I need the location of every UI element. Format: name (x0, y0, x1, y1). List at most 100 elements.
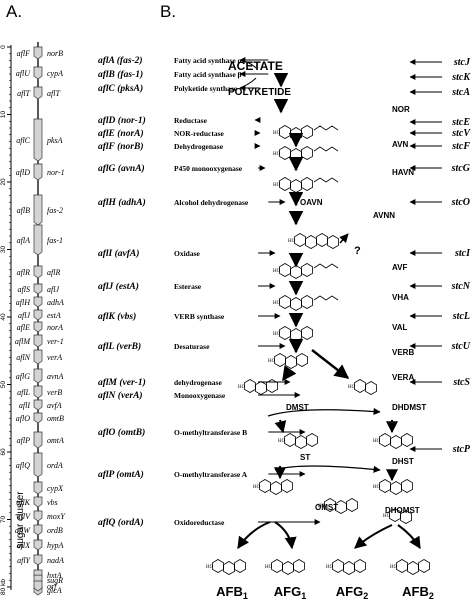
stc-gene-list: stcJstcKstcAstcEstcVstcFstcGstcOstcIstcN… (409, 57, 471, 455)
intermediate-label: VHA (392, 293, 409, 302)
intermediate-structure: HO (273, 295, 339, 311)
intermediate-label: POLYKETIDE (228, 87, 291, 98)
intermediate-label: ST (300, 453, 310, 462)
ring-shape (407, 561, 419, 575)
gene-label-left: aflQ (16, 461, 30, 470)
ring-shape (279, 263, 291, 277)
intermediate-structure: HO (288, 233, 339, 249)
gene-arrow-shape (33, 510, 43, 522)
gene-label-right: moxY (47, 512, 66, 521)
hydroxyl-label: HO (273, 183, 281, 188)
stc-gene-label: stcP (452, 444, 471, 455)
ring-shape (244, 379, 256, 393)
intermediate-label: HAVN (392, 168, 414, 177)
ring-shape (284, 433, 296, 447)
ruler-tick-label: 20 (0, 178, 7, 186)
gene-label-left: aflK (16, 498, 30, 507)
ruler-tick-label: 70 (0, 516, 7, 524)
gene-label-right: aflR (47, 268, 60, 277)
step-gene-label: aflK (vbs) (98, 311, 136, 322)
gene-arrow-shape (33, 580, 43, 592)
intermediate-label: VERB (392, 348, 414, 357)
step-enzyme-label: VERB synthase (174, 312, 225, 321)
gene-label-right: nor-1 (47, 168, 65, 177)
gene-arrow-shape (33, 283, 43, 295)
ring-shape (296, 353, 308, 367)
step-enzyme-label: dehydrogenase (174, 378, 222, 387)
gene-label-right: fas-2 (47, 206, 63, 215)
ring-shape (259, 479, 271, 493)
step-gene-label: aflF (norB) (98, 141, 144, 152)
ring-shape (290, 328, 302, 342)
gene-arrow-shape (33, 309, 43, 321)
stc-gene-label: stcO (451, 197, 470, 208)
step-enzyme-label: P450 monooxygenase (174, 164, 243, 173)
gene-label-left: aflM (15, 337, 31, 346)
gene-label-left: aflV (17, 512, 31, 521)
gene-arrow-shape (33, 399, 43, 411)
ring-shape (279, 125, 291, 139)
ring-shape (316, 233, 328, 247)
side-chain (313, 263, 339, 269)
ring-shape (305, 235, 317, 249)
gene-arrow-shape (33, 539, 43, 551)
uncertain-step-mark: ? (354, 245, 361, 257)
gene-label-left: aflJ (18, 311, 30, 320)
ring-shape (270, 481, 282, 495)
panel-label-a: A. (6, 2, 22, 21)
stc-gene-label: stcK (451, 72, 471, 83)
gene-label-right: verA (47, 353, 62, 362)
hydroxyl-label: HO (278, 439, 286, 444)
intermediate-structure: HO (273, 146, 339, 162)
gene-label-right: adhA (47, 298, 64, 307)
stc-gene-label: stcG (451, 163, 471, 174)
pathway-arrow (267, 407, 381, 417)
intermediate-structure: HO (273, 326, 313, 342)
gene-label-left: aflO (16, 414, 30, 423)
hydroxyl-label: HO (253, 485, 261, 490)
step-merge-curve (239, 77, 257, 89)
ring-shape (301, 177, 313, 191)
step-gene-label: aflJ (estA) (98, 281, 139, 292)
intermediate-structure: HO (383, 508, 412, 524)
step-gene-label: aflN (verA) (98, 390, 143, 401)
ring-shape (279, 146, 291, 160)
gene-label-left: aflG (16, 372, 30, 381)
step-enzyme-label: Oxidase (174, 249, 201, 258)
side-chain (313, 146, 339, 152)
product-label: AFB1 (216, 584, 248, 601)
gene-arrow-shape (33, 66, 43, 80)
gene-label-left: aflS (18, 285, 30, 294)
gene-label-right: ver-1 (47, 337, 64, 346)
gene-arrow-shape (33, 496, 43, 508)
pathway-arrow (397, 524, 421, 550)
ring-shape (396, 559, 408, 573)
step-gene-label: aflO (omtB) (98, 427, 145, 438)
stc-gene-label: stcS (452, 377, 470, 388)
intermediate-label: VERA (392, 373, 414, 382)
gene-label-right: glcA (47, 586, 62, 595)
ring-shape (279, 326, 291, 340)
ring-shape (324, 498, 336, 512)
step-gene-label: aflM (ver-1) (98, 377, 146, 388)
gene-label-right: orf (47, 582, 58, 591)
product-label: AFG2 (336, 584, 368, 601)
ring-shape (290, 127, 302, 141)
pathway-arrow (274, 419, 287, 434)
intermediate-label: AVNN (373, 211, 395, 220)
gene-arrow-shape (33, 385, 43, 399)
step-gene-label: aflA (fas-2) (98, 55, 143, 66)
step-gene-label: aflD (nor-1) (98, 115, 146, 126)
ring-shape (354, 379, 366, 393)
gene-label-right: cypA (47, 69, 63, 78)
side-chain (313, 295, 339, 301)
intermediate-label: OMST (315, 503, 338, 512)
step-enzyme-label: Dehydrogenase (174, 142, 224, 151)
step-enzyme-label: O-methyltransferase A (174, 470, 248, 479)
gene-label-right: aflJ (47, 285, 59, 294)
intermediate-label: DHST (392, 457, 414, 466)
